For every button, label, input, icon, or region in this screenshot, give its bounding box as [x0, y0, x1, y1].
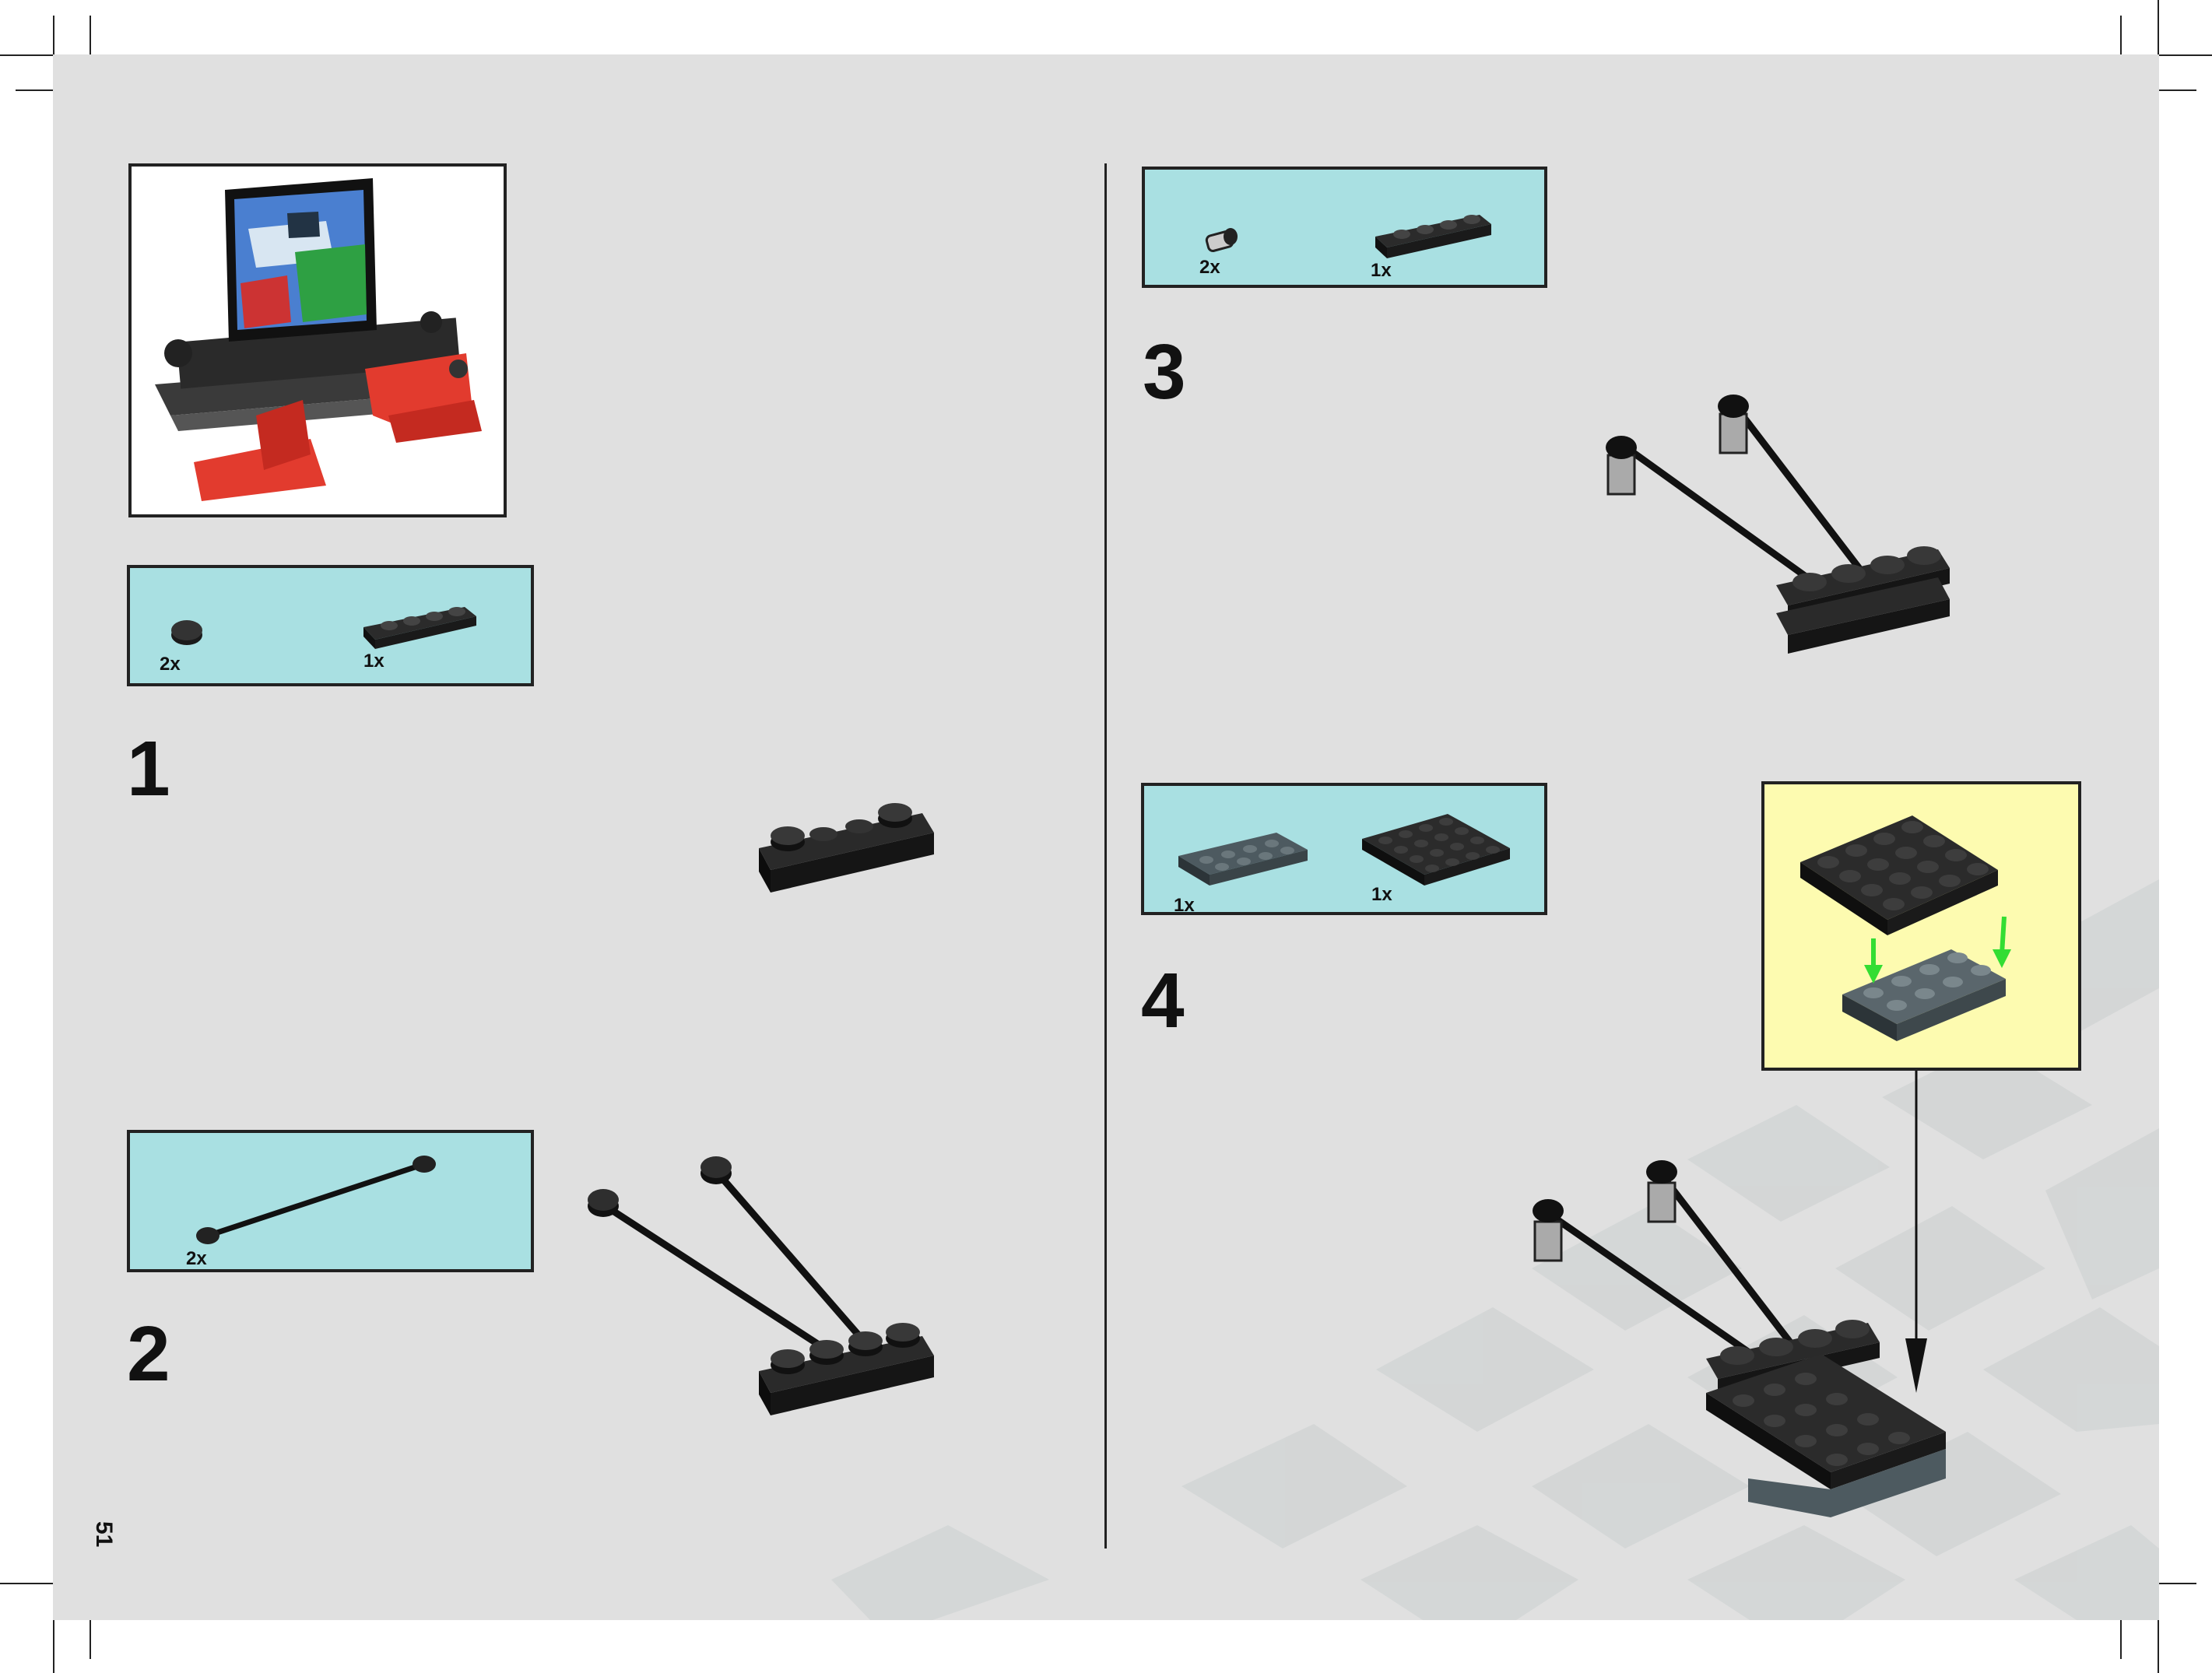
round-plate-1x1-icon — [171, 620, 202, 645]
part-quantity: 1x — [1371, 260, 1392, 281]
parts-callout-step-2: 2x — [127, 1130, 534, 1272]
step-number: 3 — [1143, 328, 1186, 416]
crop-mark — [16, 89, 53, 91]
page-number: 51 — [91, 1521, 117, 1548]
part-quantity: 1x — [1174, 895, 1195, 916]
crop-mark — [53, 1620, 54, 1673]
plate-4x4-icon — [1362, 814, 1510, 886]
crop-mark — [2159, 1583, 2196, 1584]
crop-mark — [90, 16, 91, 54]
part-quantity: 2x — [1199, 257, 1220, 278]
plate-1x4-icon — [363, 607, 476, 649]
model-preview-drawing — [155, 178, 482, 501]
parts-callout-step-3: 2x 1x — [1142, 167, 1547, 288]
step-number: 2 — [127, 1310, 170, 1398]
subassembly-drawing — [1800, 815, 2011, 1041]
crop-mark — [2120, 1620, 2122, 1659]
arrow-down-icon — [1905, 1338, 1927, 1393]
crop-mark — [0, 1583, 53, 1584]
parts-callout-step-1: 2x 1x — [127, 565, 534, 686]
ball-joint-icon — [1205, 228, 1238, 252]
plate-1x4-icon — [1375, 215, 1491, 258]
crop-mark — [2158, 1620, 2159, 1673]
column-divider — [1104, 163, 1107, 1548]
step-number: 1 — [127, 725, 170, 812]
crop-mark — [53, 16, 54, 54]
subassembly-callout — [1761, 781, 2081, 1071]
steering-link-icon — [196, 1156, 436, 1244]
crop-mark — [2159, 89, 2196, 91]
crop-mark — [2159, 54, 2212, 56]
plate-2x4-icon — [1178, 833, 1308, 886]
crop-mark — [2158, 0, 2159, 54]
part-quantity: 1x — [1371, 884, 1392, 905]
parts-callout-step-4: 1x 1x — [1141, 783, 1547, 916]
crop-mark — [0, 54, 53, 56]
crop-mark — [90, 1620, 91, 1659]
model-preview-image — [128, 163, 507, 517]
crop-mark — [2120, 16, 2122, 54]
part-quantity: 1x — [363, 651, 384, 672]
step-number: 4 — [1141, 957, 1185, 1044]
part-quantity: 2x — [160, 654, 181, 675]
part-quantity: 2x — [186, 1248, 207, 1269]
green-arrow-icon — [1864, 916, 2011, 984]
